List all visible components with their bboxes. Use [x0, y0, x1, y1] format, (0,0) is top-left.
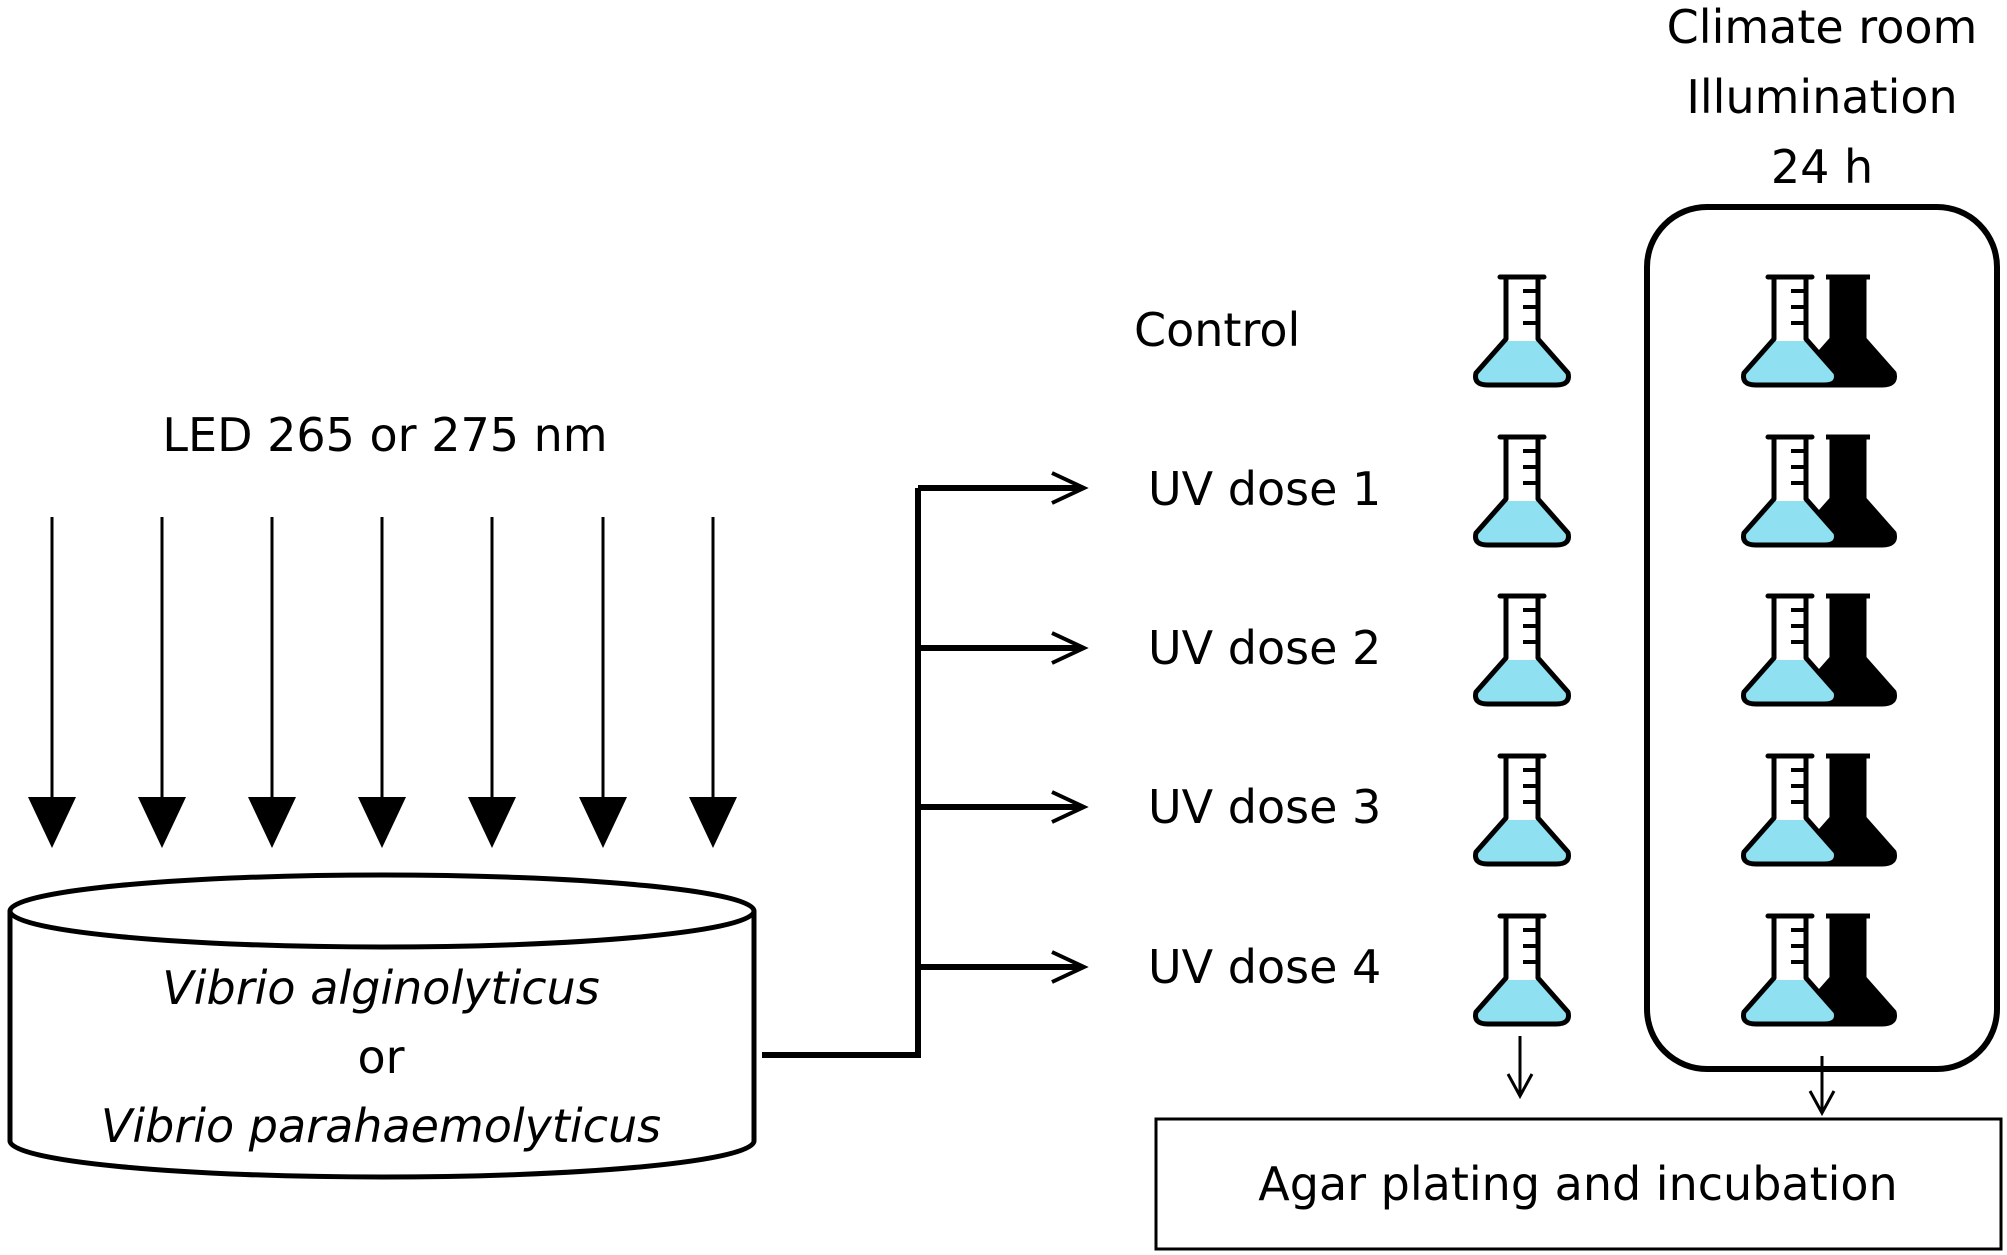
treatment-arrow	[918, 631, 1089, 665]
uv-arrow	[358, 517, 406, 848]
climate-flask-pair	[1741, 593, 1897, 707]
climate-room-title: Climate room	[1667, 0, 1978, 54]
distribution-connector	[762, 488, 921, 1058]
illuminated-flask	[1741, 274, 1839, 388]
plating-box-frame	[1154, 1117, 2003, 1251]
sample-or: or	[357, 1030, 404, 1084]
dish-rim	[7, 872, 757, 950]
treatment-arrows	[918, 471, 1089, 984]
down-arrow	[1808, 1056, 1836, 1117]
uv-arrow	[468, 517, 516, 848]
sample-dish: Vibrio alginolyticus or Vibrio parahaemo…	[7, 872, 757, 1180]
uv-arrow	[248, 517, 296, 848]
sample-flask	[1473, 753, 1571, 867]
uv-arrow	[138, 517, 186, 848]
illuminated-flask	[1741, 593, 1839, 707]
climate-room-duration: 24 h	[1771, 140, 1873, 194]
uv-arrow	[689, 517, 737, 848]
treatment-arrow	[918, 471, 1089, 505]
climate-room: Climate room Illumination 24 h	[1644, 0, 2000, 1072]
sample-flasks	[1473, 274, 1571, 1027]
climate-flask-pair	[1741, 753, 1897, 867]
climate-room-box	[1644, 204, 2000, 1072]
treatment-label-uv-dose-1: UV dose 1	[1148, 462, 1381, 516]
climate-flask-pair	[1741, 913, 1897, 1027]
sample-flask	[1473, 274, 1571, 388]
plating-arrows	[1506, 1036, 1836, 1117]
illuminated-flask	[1741, 434, 1839, 548]
treatment-label-uv-dose-3: UV dose 3	[1148, 780, 1381, 834]
plating-box: Agar plating and incubation	[1154, 1117, 2003, 1251]
sample-flask	[1473, 593, 1571, 707]
treatment-label-uv-dose-2: UV dose 2	[1148, 621, 1381, 675]
uv-arrow	[579, 517, 627, 848]
sample-flask	[1473, 434, 1571, 548]
treatment-label-control: Control	[1134, 303, 1300, 357]
climate-flask-pairs	[1741, 274, 1897, 1027]
illuminated-flask	[1741, 753, 1839, 867]
sample-flask	[1473, 913, 1571, 1027]
climate-room-illumination: Illumination	[1686, 70, 1957, 124]
climate-flask-pair	[1741, 434, 1897, 548]
treatment-arrow	[918, 950, 1089, 984]
treatment-labels: Control UV dose 1 UV dose 2 UV dose 3 UV…	[1134, 303, 1381, 994]
uv-source-label: LED 265 or 275 nm	[162, 408, 607, 462]
sample-name-2: Vibrio parahaemolyticus	[101, 1099, 661, 1153]
uv-arrow	[28, 517, 76, 848]
uv-arrows	[28, 517, 737, 848]
treatment-label-uv-dose-4: UV dose 4	[1148, 940, 1381, 994]
sample-name-1: Vibrio alginolyticus	[162, 961, 599, 1015]
down-arrow	[1506, 1036, 1534, 1100]
plating-label: Agar plating and incubation	[1258, 1157, 1897, 1211]
treatment-arrow	[918, 790, 1089, 824]
dish-body	[7, 911, 757, 1180]
illuminated-flask	[1741, 913, 1839, 1027]
climate-flask-pair	[1741, 274, 1897, 388]
